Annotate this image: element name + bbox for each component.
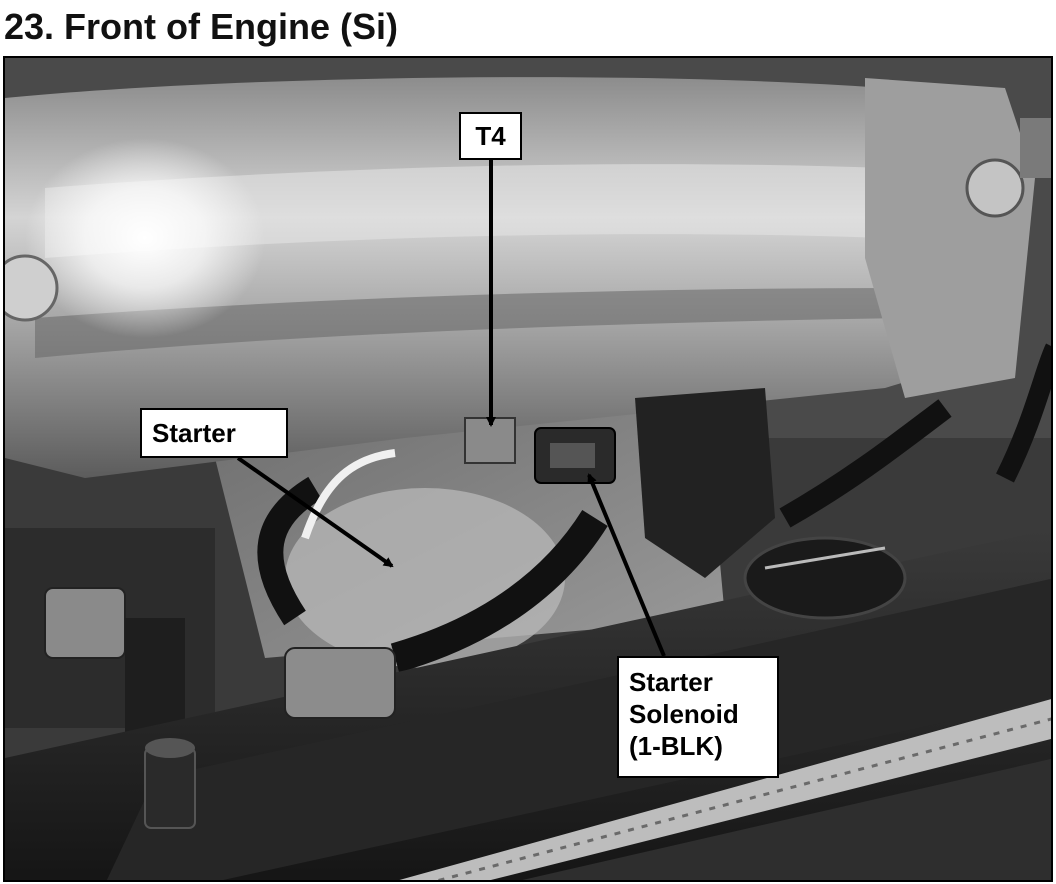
callout-t4: T4 xyxy=(459,112,522,160)
engine-photo-illustration xyxy=(5,58,1051,880)
page-title: 23. Front of Engine (Si) xyxy=(4,6,398,47)
callout-starter-solenoid: Starter Solenoid (1-BLK) xyxy=(617,656,779,778)
callout-solenoid-line1: Starter xyxy=(629,667,713,697)
callout-t4-label: T4 xyxy=(475,121,506,151)
engine-photo xyxy=(3,56,1053,882)
callout-starter: Starter xyxy=(140,408,288,458)
callout-solenoid-line3: (1-BLK) xyxy=(629,731,723,761)
callout-solenoid-line2: Solenoid xyxy=(629,699,739,729)
callout-starter-label: Starter xyxy=(152,418,236,448)
